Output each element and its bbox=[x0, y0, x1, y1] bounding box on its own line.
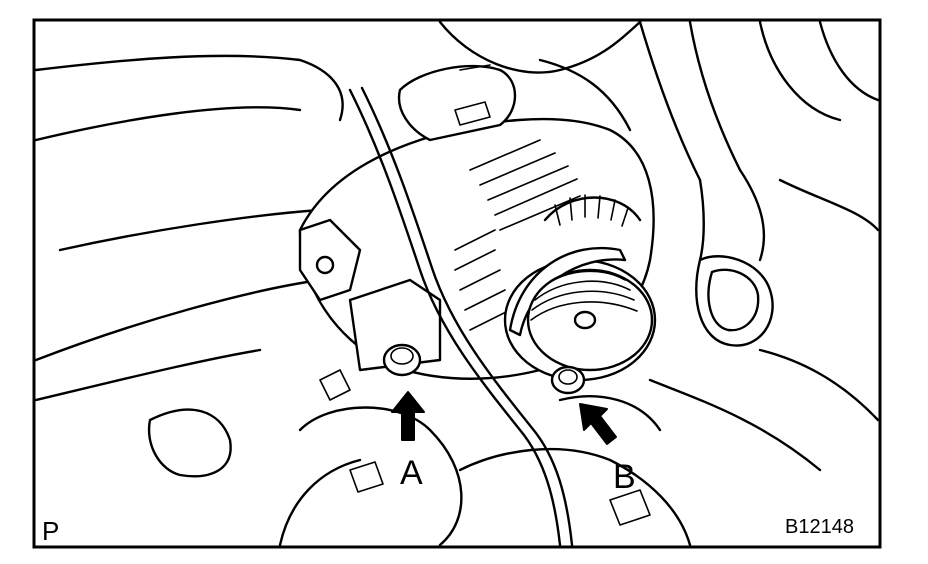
background-engine-parts bbox=[34, 20, 880, 547]
arrow-a-icon bbox=[391, 391, 425, 441]
label-b: B bbox=[613, 458, 636, 496]
figure-code: B12148 bbox=[785, 516, 854, 538]
label-a: A bbox=[400, 454, 423, 492]
bolt-a bbox=[382, 343, 422, 377]
arrow-b-icon bbox=[579, 403, 617, 445]
corner-mark: P bbox=[42, 516, 59, 546]
bolt-b bbox=[550, 365, 586, 395]
pulley bbox=[503, 194, 657, 382]
